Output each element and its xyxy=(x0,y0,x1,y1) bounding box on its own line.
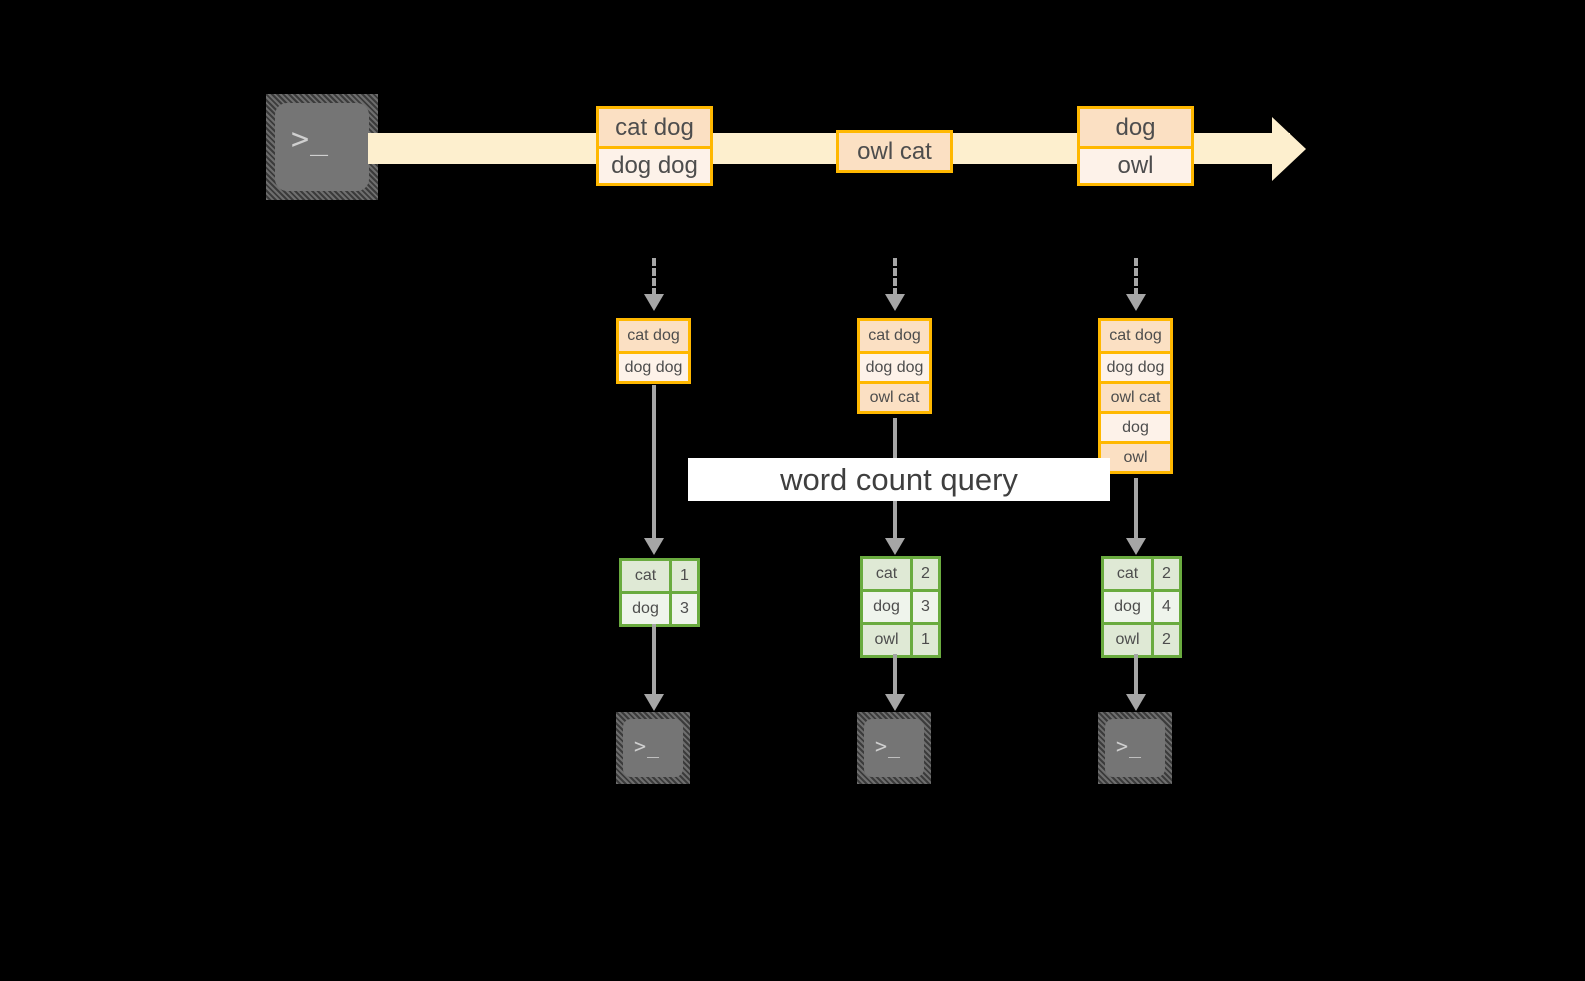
stream-record: owl xyxy=(1080,146,1191,183)
result-row: dog 3 xyxy=(622,591,697,624)
snapshot-row: dog dog xyxy=(860,351,929,381)
terminal-screen: >_ xyxy=(275,103,369,191)
terminal-screen: >_ xyxy=(864,719,924,777)
result-count: 3 xyxy=(669,594,697,624)
snapshot-to-result-arrowhead xyxy=(885,538,905,555)
snapshot-to-result-line xyxy=(652,385,656,540)
result-count: 4 xyxy=(1151,592,1179,622)
result-table-2: cat 2 dog 3 owl 1 xyxy=(860,556,941,658)
result-row: cat 1 xyxy=(622,561,697,591)
snapshot-to-result-arrowhead xyxy=(644,538,664,555)
result-to-sink-arrowhead xyxy=(885,694,905,711)
result-word: owl xyxy=(874,631,899,648)
terminal-screen: >_ xyxy=(623,719,683,777)
sink-terminal-icon-1: >_ xyxy=(616,712,690,784)
sink-terminal-icon-3: >_ xyxy=(1098,712,1172,784)
result-count: 2 xyxy=(1151,559,1179,589)
snapshot-row: owl cat xyxy=(1101,381,1170,411)
snapshot-table-2: cat dog dog dog owl cat xyxy=(857,318,932,414)
snapshot-row: cat dog xyxy=(860,321,929,351)
terminal-prompt-symbol: >_ xyxy=(634,734,661,758)
result-word: dog xyxy=(632,600,659,617)
terminal-prompt-symbol: >_ xyxy=(875,734,902,758)
result-count: 2 xyxy=(1151,625,1179,655)
snapshot-row: owl cat xyxy=(860,381,929,411)
result-to-sink-line xyxy=(893,654,897,696)
snapshot-table-3: cat dog dog dog owl cat dog owl xyxy=(1098,318,1173,474)
snapshot-to-result-arrowhead xyxy=(1126,538,1146,555)
result-count: 1 xyxy=(910,625,938,655)
snapshot-row: cat dog xyxy=(1101,321,1170,351)
stream-record: dog dog xyxy=(599,146,710,183)
snapshot-row: dog dog xyxy=(1101,351,1170,381)
stream-group-1: cat dog dog dog xyxy=(596,106,713,186)
snapshot-row: dog dog xyxy=(619,351,688,381)
stream-record: owl cat xyxy=(839,133,950,170)
result-word: dog xyxy=(873,598,900,615)
result-to-sink-line xyxy=(652,624,656,696)
sink-terminal-icon-2: >_ xyxy=(857,712,931,784)
result-to-sink-arrowhead xyxy=(1126,694,1146,711)
terminal-screen: >_ xyxy=(1105,719,1165,777)
snapshot-row: cat dog xyxy=(619,321,688,351)
source-terminal-icon: >_ xyxy=(266,94,378,200)
stream-to-snapshot-arrowhead xyxy=(885,294,905,311)
stream-record: dog xyxy=(1080,109,1191,146)
result-word: dog xyxy=(1114,598,1141,615)
snapshot-table-1: cat dog dog dog xyxy=(616,318,691,384)
stream-group-2: owl cat xyxy=(836,130,953,173)
stream-to-snapshot-dashed-line xyxy=(893,258,897,296)
result-word: cat xyxy=(634,567,657,584)
result-word: cat xyxy=(875,565,898,582)
stream-to-snapshot-arrowhead xyxy=(644,294,664,311)
stream-group-3: dog owl xyxy=(1077,106,1194,186)
result-to-sink-line xyxy=(1134,654,1138,696)
snapshot-row: dog xyxy=(1101,411,1170,441)
terminal-prompt-symbol: >_ xyxy=(291,122,330,157)
snapshot-row: owl xyxy=(1101,441,1170,471)
stream-to-snapshot-arrowhead xyxy=(1126,294,1146,311)
result-count: 2 xyxy=(910,559,938,589)
result-word: cat xyxy=(1116,565,1139,582)
result-table-1: cat 1 dog 3 xyxy=(619,558,700,627)
stream-to-snapshot-dashed-line xyxy=(652,258,656,296)
snapshot-to-result-line xyxy=(1134,478,1138,540)
result-count: 3 xyxy=(910,592,938,622)
stream-arrow-head xyxy=(1272,117,1306,181)
result-to-sink-arrowhead xyxy=(644,694,664,711)
stream-to-snapshot-dashed-line xyxy=(1134,258,1138,296)
result-row: cat 2 xyxy=(1104,559,1179,589)
result-word: owl xyxy=(1115,631,1140,648)
result-table-3: cat 2 dog 4 owl 2 xyxy=(1101,556,1182,658)
result-row: cat 2 xyxy=(863,559,938,589)
result-count: 1 xyxy=(669,561,697,591)
result-row: owl 1 xyxy=(863,622,938,655)
result-row: dog 3 xyxy=(863,589,938,622)
result-row: dog 4 xyxy=(1104,589,1179,622)
query-label: word count query xyxy=(688,458,1110,501)
terminal-prompt-symbol: >_ xyxy=(1116,734,1143,758)
result-row: owl 2 xyxy=(1104,622,1179,655)
stream-record: cat dog xyxy=(599,109,710,146)
